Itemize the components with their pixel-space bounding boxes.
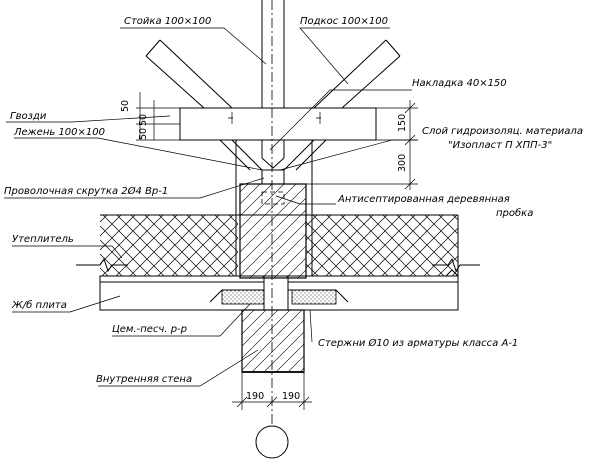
dim-150: 150 — [397, 114, 408, 132]
dim-190-left: 190 — [246, 391, 264, 402]
dim-190-right: 190 — [282, 391, 300, 402]
label-nails: Гвозди — [10, 111, 47, 122]
label-wire-twist: Проволочная скрутка 2Ø4 Вр-1 — [4, 185, 168, 197]
label-post: Стойка 100×100 — [124, 16, 211, 27]
concrete-slab-right — [287, 275, 459, 311]
sill-beam — [235, 140, 313, 276]
dim-50-c: 50 — [138, 128, 149, 140]
insulation-layer — [76, 214, 480, 277]
label-rebar: Стержни Ø10 из арматуры класса А-1 — [318, 337, 518, 349]
label-plug-1: Антисептированная деревянная — [337, 194, 510, 205]
brace-right — [283, 39, 401, 171]
dim-50-a: 50 — [120, 100, 131, 112]
label-wall: Внутренняя стена — [96, 374, 192, 385]
label-mortar: Цем.-песч. р-р — [112, 324, 187, 335]
dimension-left: 50 50 50 — [120, 92, 180, 141]
label-slab: Ж/б плита — [11, 299, 67, 311]
dimension-bottom: 190 190 — [232, 372, 312, 410]
dim-50-b: 50 — [138, 114, 149, 126]
internal-wall — [239, 169, 307, 373]
concrete-slab-left — [99, 275, 265, 311]
label-waterproof-2: "Изопласт П ХПП-3" — [448, 140, 552, 151]
dim-300: 300 — [397, 154, 408, 172]
overlay-plate — [179, 107, 377, 141]
brace-left — [145, 39, 263, 171]
label-sill: Лежень 100×100 — [13, 127, 105, 138]
leader-lines — [4, 27, 418, 387]
dimension-right: 150 300 — [306, 100, 418, 190]
post — [261, 0, 285, 158]
label-waterproof-1: Слой гидроизоляц. материала — [422, 126, 583, 137]
label-brace: Подкос 100×100 — [300, 16, 388, 27]
label-plug-2: пробка — [496, 207, 533, 219]
label-insulation: Утеплитель — [12, 234, 74, 245]
label-overlay: Накладка 40×150 — [412, 78, 507, 89]
